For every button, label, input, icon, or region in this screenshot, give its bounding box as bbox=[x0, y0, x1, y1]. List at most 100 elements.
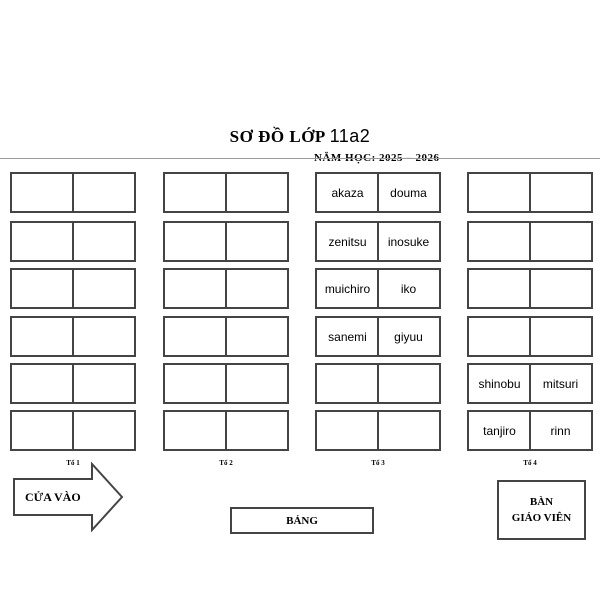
seat-name bbox=[530, 223, 591, 260]
desk-divider bbox=[225, 223, 227, 260]
seat-name bbox=[469, 318, 530, 355]
seat-name bbox=[12, 223, 73, 260]
seat-name: tanjiro bbox=[483, 423, 516, 438]
seat-name: inosuke bbox=[387, 234, 430, 249]
seat-name bbox=[226, 223, 287, 260]
seat-name: rinn bbox=[550, 423, 571, 438]
seat-name: shinobu bbox=[478, 376, 521, 391]
desk bbox=[10, 268, 136, 309]
desk-divider bbox=[225, 365, 227, 402]
desk bbox=[163, 221, 289, 262]
desk-divider bbox=[72, 223, 74, 260]
door-arrow-icon bbox=[13, 462, 124, 532]
blackboard: BẢNG bbox=[230, 507, 374, 534]
seat-name bbox=[165, 318, 226, 355]
desk bbox=[467, 316, 593, 357]
seat-name bbox=[530, 318, 591, 355]
seat-name bbox=[73, 174, 134, 211]
desk bbox=[10, 172, 136, 213]
group-label: Tổ 1 bbox=[66, 459, 80, 467]
desk-divider bbox=[72, 174, 74, 211]
seat-name: akaza bbox=[331, 185, 364, 200]
desk-divider bbox=[225, 270, 227, 307]
seat-name bbox=[12, 318, 73, 355]
seat-name bbox=[317, 412, 378, 449]
seat-name bbox=[226, 318, 287, 355]
seat-name bbox=[469, 174, 530, 211]
desk: sanemi giyuu bbox=[315, 316, 441, 357]
door-label: CỬA VÀO bbox=[25, 490, 81, 504]
teacher-desk-line1: BÀN bbox=[529, 496, 554, 508]
desk-divider bbox=[377, 223, 379, 260]
page-title: SƠ ĐỒ LỚP 11a2 bbox=[0, 126, 600, 147]
seat-name bbox=[226, 270, 287, 307]
seat-name: giyuu bbox=[394, 329, 423, 344]
seat-name bbox=[530, 270, 591, 307]
desk bbox=[163, 172, 289, 213]
desk bbox=[467, 268, 593, 309]
seat-name: muichiro bbox=[324, 281, 371, 296]
blackboard-label: BẢNG bbox=[286, 514, 318, 527]
seat-name bbox=[378, 412, 439, 449]
seat-name bbox=[226, 412, 287, 449]
desk bbox=[10, 363, 136, 404]
desk-divider bbox=[529, 412, 531, 449]
seat-name bbox=[165, 365, 226, 402]
group-label: Tổ 2 bbox=[219, 459, 233, 467]
desk-divider bbox=[377, 365, 379, 402]
seat-name bbox=[165, 223, 226, 260]
desk-divider bbox=[529, 223, 531, 260]
seat-name bbox=[469, 270, 530, 307]
desk bbox=[10, 410, 136, 451]
desk bbox=[163, 363, 289, 404]
seat-name bbox=[378, 365, 439, 402]
seat-name bbox=[12, 174, 73, 211]
teacher-desk: BÀN GIÁO VIÊN bbox=[497, 480, 586, 540]
desk: shinobu mitsuri bbox=[467, 363, 593, 404]
desk-divider bbox=[72, 412, 74, 449]
seat-name: douma bbox=[390, 185, 427, 200]
seat-name bbox=[12, 270, 73, 307]
seat-name bbox=[73, 318, 134, 355]
seat-name bbox=[165, 270, 226, 307]
seat-name bbox=[12, 412, 73, 449]
seat-name bbox=[165, 174, 226, 211]
desk bbox=[467, 221, 593, 262]
desk-divider bbox=[225, 412, 227, 449]
desk: akaza douma bbox=[315, 172, 441, 213]
desk-divider bbox=[377, 318, 379, 355]
desk-divider bbox=[529, 174, 531, 211]
desk-divider bbox=[529, 270, 531, 307]
seat-name: mitsuri bbox=[542, 376, 579, 391]
desk bbox=[163, 410, 289, 451]
desk-divider bbox=[377, 412, 379, 449]
desk bbox=[163, 268, 289, 309]
desk-divider bbox=[377, 270, 379, 307]
desk: muichiro iko bbox=[315, 268, 441, 309]
desk: tanjiro rinn bbox=[467, 410, 593, 451]
desk-divider bbox=[529, 318, 531, 355]
desk-divider bbox=[72, 318, 74, 355]
desk-divider bbox=[225, 174, 227, 211]
seat-name bbox=[469, 223, 530, 260]
seat-name bbox=[226, 174, 287, 211]
seat-name bbox=[165, 412, 226, 449]
seat-name: iko bbox=[400, 281, 417, 296]
seat-name bbox=[73, 365, 134, 402]
seat-name: zenitsu bbox=[328, 234, 367, 249]
seat-name bbox=[73, 412, 134, 449]
desk bbox=[10, 316, 136, 357]
seat-name bbox=[226, 365, 287, 402]
group-label: Tổ 3 bbox=[371, 459, 385, 467]
title-prefix: SƠ ĐỒ LỚP bbox=[229, 127, 325, 146]
seat-name bbox=[73, 223, 134, 260]
seat-name bbox=[73, 270, 134, 307]
desk-divider bbox=[377, 174, 379, 211]
title-class: 11a2 bbox=[329, 126, 371, 146]
desk-divider bbox=[225, 318, 227, 355]
seat-name: sanemi bbox=[328, 329, 367, 344]
desk bbox=[163, 316, 289, 357]
desk: zenitsu inosuke bbox=[315, 221, 441, 262]
seat-name bbox=[530, 174, 591, 211]
desk-divider bbox=[529, 365, 531, 402]
